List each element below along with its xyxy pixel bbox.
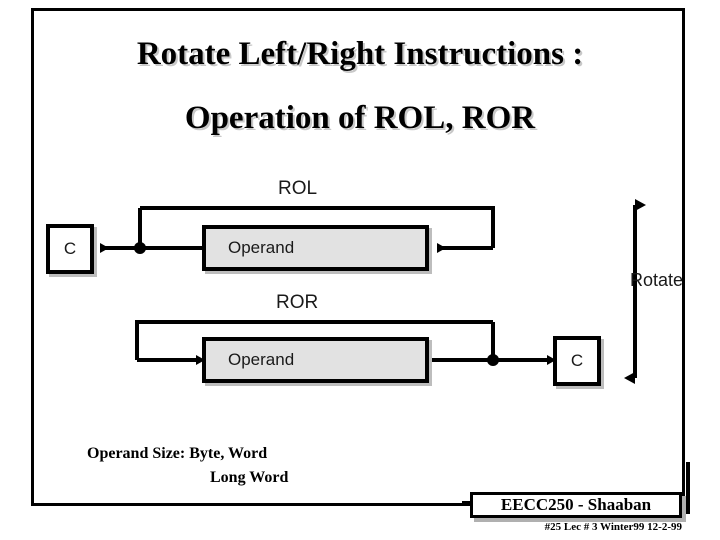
operand-size-line-1: Operand Size: Byte, Word <box>87 445 268 462</box>
rol-carry-box: C <box>46 224 94 274</box>
ror-operand-label: Operand <box>228 350 295 369</box>
course-badge: EECC250 - Shaaban <box>470 492 682 518</box>
badge-left-tab <box>462 501 471 506</box>
rotate-label: Rotate <box>630 270 684 290</box>
operand-size-line-2: Long Word <box>210 469 289 486</box>
slide-title: Rotate Left/Right Instructions : Operati… <box>40 32 680 140</box>
ror-label: ROR <box>276 292 319 313</box>
rol-carry-label: C <box>63 239 77 258</box>
badge-riser <box>686 462 690 498</box>
lecture-meta: #25 Lec # 3 Winter99 12-2-99 <box>544 521 682 533</box>
rol-operand-box: Operand <box>202 225 429 271</box>
rol-label: ROL <box>278 178 318 199</box>
ror-carry-box: C <box>553 336 601 386</box>
title-line-1: Rotate Left/Right Instructions : <box>136 36 584 72</box>
title-line-2: Operation of ROL, ROR <box>184 100 536 136</box>
course-badge-text: EECC250 - Shaaban <box>500 495 652 514</box>
rol-operand-label: Operand <box>228 238 295 257</box>
ror-operand-box: Operand <box>202 337 429 383</box>
badge-right-tab <box>682 496 690 514</box>
ror-carry-label: C <box>570 351 584 370</box>
